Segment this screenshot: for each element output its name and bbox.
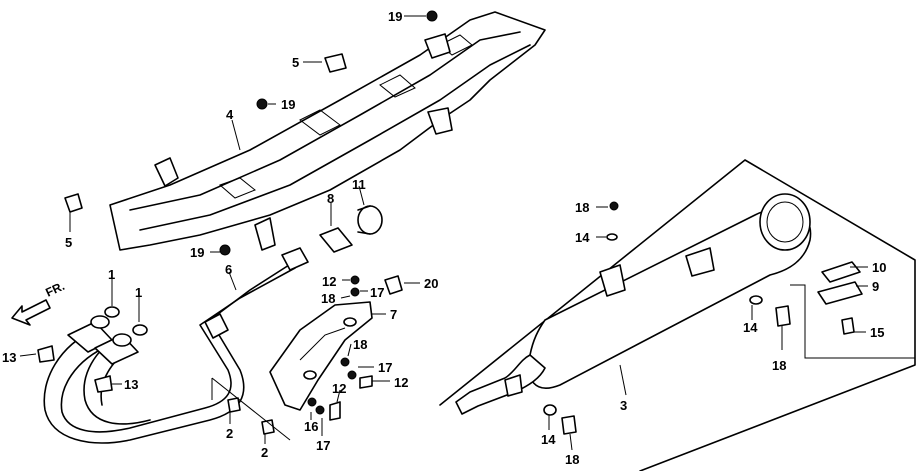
callout-7: 7 <box>390 307 397 322</box>
leader-lines <box>19 15 868 451</box>
callout-17: 17 <box>378 360 392 375</box>
callout-1: 1 <box>108 267 115 282</box>
callout-18: 18 <box>353 337 367 352</box>
header-pipes-part <box>43 247 309 444</box>
callout-18: 18 <box>575 200 589 215</box>
callout-19: 19 <box>388 9 402 24</box>
callout-8: 8 <box>327 191 334 206</box>
hardware-parts <box>37 10 855 435</box>
callout-19: 19 <box>281 97 295 112</box>
bracket-parts <box>790 261 915 359</box>
callout-4: 4 <box>226 107 234 122</box>
callout-13: 13 <box>124 377 138 392</box>
callout-11: 11 <box>352 177 366 192</box>
callout-18: 18 <box>565 452 579 467</box>
callout-18: 18 <box>321 291 335 306</box>
callout-17: 17 <box>316 438 330 453</box>
callout-16: 16 <box>304 419 318 434</box>
callout-5: 5 <box>65 235 72 250</box>
callout-10: 10 <box>872 260 886 275</box>
callout-2: 2 <box>261 445 268 460</box>
callout-19: 19 <box>190 245 204 260</box>
group-outline-lines <box>211 377 291 441</box>
callout-6: 6 <box>225 262 232 277</box>
collar-gasket-parts <box>319 205 383 253</box>
callout-labels: 19 5 4 19 5 19 6 8 11 1 1 12 17 20 18 7 … <box>2 9 886 467</box>
front-arrow-icon: FR. <box>11 279 67 326</box>
callout-12: 12 <box>332 381 346 396</box>
callout-1: 1 <box>135 285 142 300</box>
callout-20: 20 <box>424 276 438 291</box>
callout-14: 14 <box>743 320 758 335</box>
callout-12: 12 <box>322 274 336 289</box>
callout-15: 15 <box>870 325 884 340</box>
callout-18: 18 <box>772 358 786 373</box>
callout-3: 3 <box>620 398 627 413</box>
callout-5: 5 <box>292 55 299 70</box>
callout-14: 14 <box>541 432 556 447</box>
callout-12: 12 <box>394 375 408 390</box>
heat-shield-part <box>109 11 546 251</box>
muffler-part <box>439 159 916 471</box>
callout-17: 17 <box>370 285 384 300</box>
callout-13: 13 <box>2 350 16 365</box>
front-arrow-label: FR. <box>43 279 66 300</box>
callout-9: 9 <box>872 279 879 294</box>
callout-14: 14 <box>575 230 590 245</box>
callout-2: 2 <box>226 426 233 441</box>
pipe-protector-part <box>269 301 373 411</box>
